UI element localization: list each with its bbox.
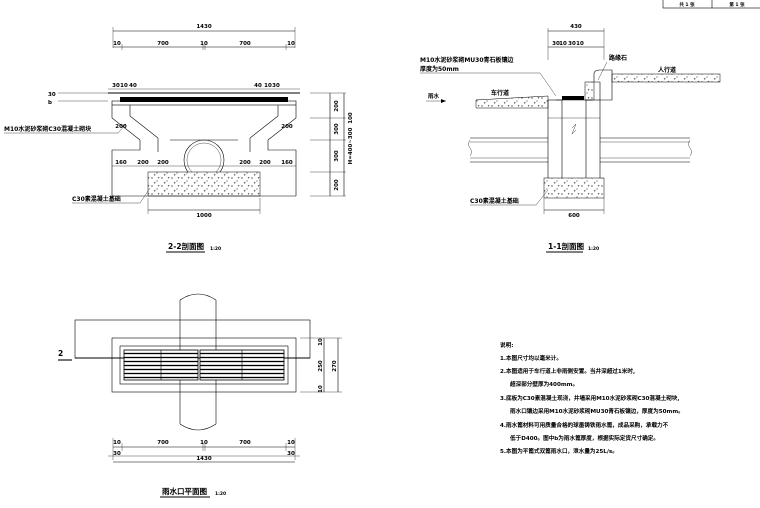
- dim-bot-1: 160: [115, 160, 127, 166]
- note-line-6: 4.雨水篦材料可用质量合格的球墨铸铁雨水篦，成品采购，承载力不: [500, 421, 669, 429]
- plan-dim-b4: 700: [239, 440, 251, 446]
- sheet-index-cell: 第 1 张: [729, 1, 745, 8]
- dim-left-30: 30: [112, 83, 120, 89]
- dim-bot-4: 200: [239, 160, 251, 166]
- dim-left-40: 40: [129, 83, 137, 89]
- dim-base-width: 1000: [196, 213, 211, 219]
- dim-bot-2: 200: [137, 160, 149, 166]
- dim-overall-width: 1430: [196, 24, 211, 30]
- dim-left-10: 10: [120, 83, 128, 89]
- dim-seg-2: 700: [157, 41, 169, 47]
- callout-base-1-1: C30素混凝土基础: [470, 197, 519, 205]
- plan-dim-b3: 10: [200, 440, 208, 446]
- label-mortar-thickness: 厚度为50mm: [420, 65, 459, 73]
- title-1-1: 1-1剖面图: [548, 241, 585, 251]
- scale-plan: 1:20: [215, 491, 226, 497]
- plan-dim-h2: 250: [318, 360, 324, 372]
- plan-view: 2 10 250 10 270 10 700 10 700 10 30 30 1…: [58, 293, 342, 498]
- title-2-2: 2-2剖面图: [168, 241, 205, 251]
- scale-2-2: 1:20: [210, 246, 221, 252]
- sheet-total-cell: 共 1 张: [679, 1, 695, 8]
- label-mortar: M10水泥砂浆砌MU30青石板镶边: [420, 56, 515, 64]
- dim-wall-right: 200: [281, 124, 293, 130]
- dim-bot-5: 200: [259, 160, 271, 166]
- note-line-4: 3.底板为C30素混凝土现浇，井墙采用M10水泥砂浆砌C30混凝土砌块,: [500, 394, 680, 402]
- dim-seg-1: 10: [113, 41, 121, 47]
- note-line-5: 雨水口镶边采用M10水泥砂浆砌MU30青石板镶边，厚度为50mm。: [510, 407, 684, 415]
- dim-right-10: 10: [264, 83, 272, 89]
- dim-h-3: 300: [334, 150, 340, 162]
- dim-wall-left: 200: [115, 124, 127, 130]
- section-1-1: 430 30 10 30 10 M10水泥砂浆砌MU30青石板镶边 厚度为50m…: [420, 24, 721, 253]
- plan-dim-end-right: 30: [287, 451, 295, 457]
- plan-dim-end-left: 30: [113, 451, 121, 457]
- label-curb: 路缘石: [609, 54, 627, 62]
- dim-1-1-s4: 10: [576, 41, 584, 47]
- plan-dim-overall: 1430: [196, 456, 211, 462]
- scale-1-1: 1:20: [588, 246, 599, 252]
- note-line-2: 2.本图适用于车行道上非雨侧安置。当井深超过1米时,: [500, 367, 635, 375]
- dim-side-30: 30: [48, 92, 56, 98]
- dim-bot-3: 200: [157, 160, 169, 166]
- dim-h-4: 200: [334, 179, 340, 191]
- callout-base-2-2: C30素混凝土基础: [72, 195, 121, 203]
- plan-dim-b2: 700: [157, 440, 169, 446]
- dim-bot-6: 160: [281, 160, 293, 166]
- plan-section-mark-left: 2: [58, 349, 63, 358]
- plan-dim-b1: 10: [113, 440, 121, 446]
- label-flow: 雨水: [428, 92, 440, 100]
- dim-right-30: 30: [272, 83, 280, 89]
- dim-h-total: H=400~300: [348, 127, 354, 164]
- plan-dim-h3: 10: [318, 385, 324, 393]
- dim-h-2: 300: [334, 123, 340, 135]
- dim-h-1: 200: [334, 100, 340, 112]
- section-2-2: 1430 10 700 10 700 10 30 10 40 40 10 30 …: [4, 24, 354, 253]
- notes-heading: 说明:: [500, 341, 513, 349]
- notes-block: 说明: 1.本图尺寸均以毫米计。 2.本图适用于车行道上非雨侧安置。当井深超过1…: [500, 341, 684, 455]
- dim-1-1-base: 600: [568, 213, 580, 219]
- note-line-8: 5.本图为平篦式双篦雨水口，泄水量为25L/s。: [500, 447, 618, 455]
- sheet-header: 共 1 张 第 1 张: [662, 0, 760, 9]
- note-line-7: 低于D400。图中b为雨水篦厚度，根据实际定货尺寸确定。: [509, 434, 659, 442]
- dim-right-40: 40: [254, 83, 262, 89]
- dim-1-1-s2: 10: [559, 41, 567, 47]
- dim-seg-3: 10: [200, 41, 208, 47]
- dim-1-1-top: 430: [570, 24, 582, 30]
- plan-dim-h4: 270: [332, 360, 338, 372]
- plan-dim-h1: 10: [318, 338, 324, 346]
- label-carriageway: 车行道: [491, 89, 509, 97]
- note-line-3: 超深部分壁厚为400mm。: [509, 380, 578, 388]
- note-line-1: 1.本图尺寸均以毫米计。: [500, 354, 562, 362]
- dim-1-1-s1: 30: [552, 41, 560, 47]
- dim-seg-4: 700: [239, 41, 251, 47]
- dim-1-1-s3: 30: [568, 41, 576, 47]
- dim-seg-5: 10: [287, 41, 295, 47]
- plan-dim-b5: 10: [287, 440, 295, 446]
- dim-side-b: b: [48, 100, 52, 106]
- callout-masonry: M10水泥砂浆砌C30混凝土砌块: [4, 125, 92, 133]
- dim-h-extra: 100: [348, 112, 354, 124]
- label-sidewalk: 人行道: [658, 66, 676, 74]
- title-plan: 雨水口平面图: [162, 486, 207, 496]
